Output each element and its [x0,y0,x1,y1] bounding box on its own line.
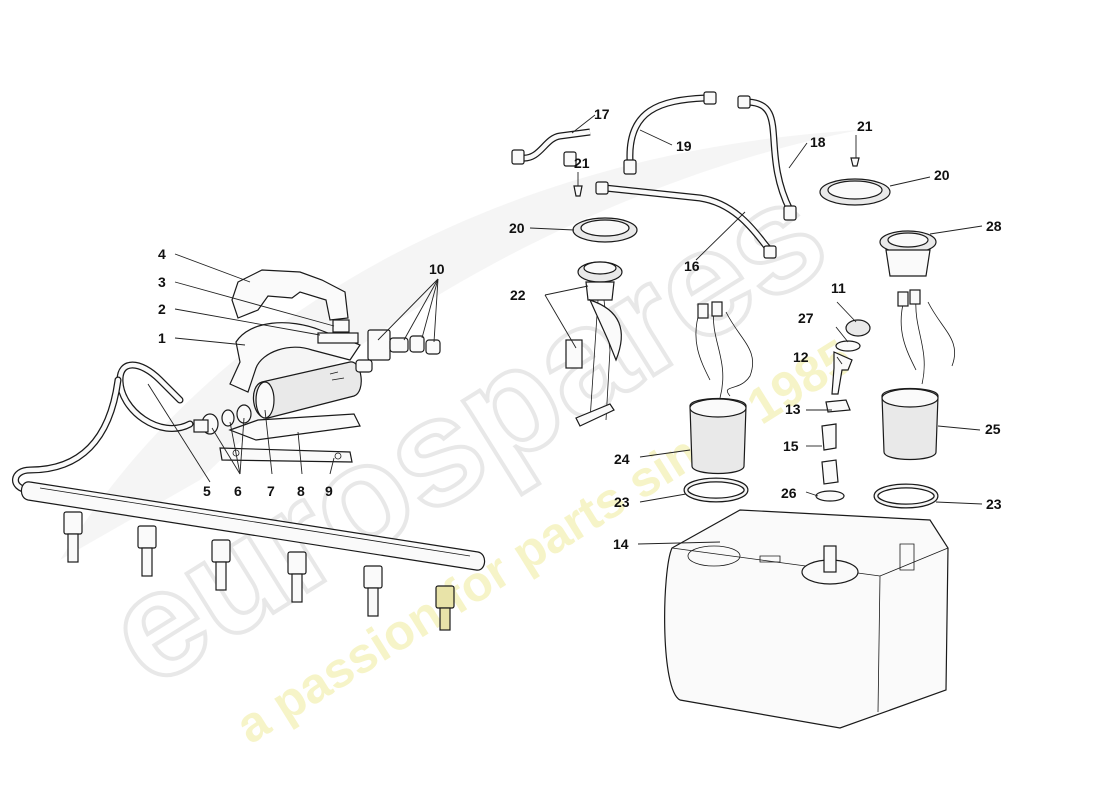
injector [211,539,231,591]
callout-20-left: 20 [509,220,525,236]
callout-4: 4 [158,246,166,262]
callout-labels: 1 2 3 4 5 6 7 8 9 10 11 12 13 14 15 16 1… [158,106,1002,552]
fuel-sender-22 [565,261,623,427]
callout-23-left: 23 [614,494,630,510]
valve-block-10 [355,329,441,373]
bracket-8 [228,413,361,441]
callout-7: 7 [267,483,275,499]
callout-1: 1 [158,330,166,346]
fuel-rail [20,481,486,631]
hose-18 [737,95,797,221]
injector [137,525,157,577]
callout-6: 6 [234,483,242,499]
callout-20-right: 20 [934,167,950,183]
callout-2: 2 [158,301,166,317]
callout-3: 3 [158,274,166,290]
callout-16: 16 [684,258,700,274]
seal-ring-23-left [683,477,749,503]
callout-18: 18 [810,134,826,150]
callout-12: 12 [793,349,809,365]
seal-ring-23-right [873,483,939,509]
screw-21-left [573,185,583,197]
callout-8: 8 [297,483,305,499]
seal-27 [835,340,861,352]
fuel-pump-25 [881,289,956,461]
hose-16 [595,181,777,259]
fuel-pump-24 [689,301,754,475]
leader-lines [147,114,983,545]
clip-13 [825,399,851,413]
filter-bracket-4 [231,269,349,321]
fittings-6 [193,404,252,435]
screw-21-right [850,157,860,167]
hose-19 [623,91,717,175]
hose-piece-lower [821,459,839,485]
injector [363,565,383,617]
cap-11 [845,319,871,337]
fuel-hose-lower [12,376,122,494]
callout-23-right: 23 [986,496,1002,512]
callout-22: 22 [510,287,526,303]
callout-17: 17 [594,106,610,122]
clamp-plate-2 [317,332,359,344]
callout-9: 9 [325,483,333,499]
callout-14: 14 [613,536,629,552]
fuel-filter-assembly [12,269,441,494]
filler-neck-12 [831,351,853,395]
hose-piece-15 [821,423,837,451]
injector [287,551,307,603]
callout-19: 19 [676,138,692,154]
callout-15: 15 [783,438,799,454]
lock-ring-20-right [819,178,891,206]
injector [435,585,455,631]
injector [63,511,83,563]
callout-24: 24 [614,451,630,467]
callout-11: 11 [831,280,846,296]
callout-25: 25 [985,421,1001,437]
clamp-26 [815,490,845,502]
callout-10: 10 [429,261,445,277]
callout-21-right: 21 [857,118,873,134]
callout-28: 28 [986,218,1002,234]
callout-21-left: 21 [574,155,590,171]
plate-9 [219,447,353,463]
pump-flange-28 [879,230,937,277]
callout-26: 26 [781,485,797,501]
callout-5: 5 [203,483,211,499]
callout-13: 13 [785,401,801,417]
hose-17 [511,128,591,167]
callout-27: 27 [798,310,814,326]
fuel-tank-14 [664,509,949,729]
lock-ring-20-left [572,217,638,243]
clamp-nut-3 [332,319,350,333]
